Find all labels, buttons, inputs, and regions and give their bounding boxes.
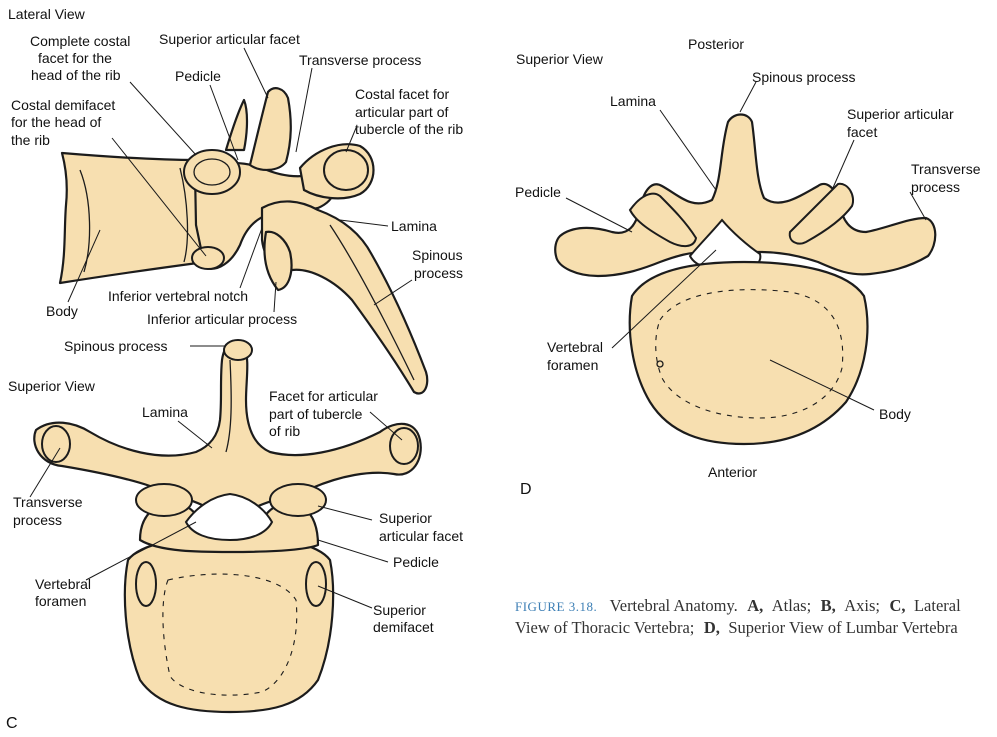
d-label-vertebral-foramen-1: Vertebral	[547, 339, 603, 355]
d-label-superior-articular-facet-2: facet	[847, 124, 877, 140]
lateral-complete-costal-facet	[184, 150, 240, 194]
d-body-shape	[630, 262, 868, 444]
caption-b-letter: B,	[821, 596, 836, 615]
d-label-posterior: Posterior	[688, 36, 744, 52]
d-view-title: Superior View	[516, 51, 604, 67]
c-label-vertebral-foramen-2: foramen	[35, 593, 86, 609]
label-costal-facet-tubercle-2: articular part of	[355, 104, 448, 120]
label-complete-costal-2: facet for the	[38, 50, 112, 66]
label-transverse-process: Transverse process	[299, 52, 421, 68]
c-view-title: Superior View	[8, 378, 96, 394]
caption-a-letter: A,	[747, 596, 763, 615]
figure-caption: FIGURE 3.18. Vertebral Anatomy. A, Atlas…	[515, 596, 961, 637]
label-costal-facet-tubercle-1: Costal facet for	[355, 86, 449, 102]
c-label-superior-articular-facet-2: articular facet	[379, 528, 463, 544]
caption-line2-a: View of Thoracic Vertebra;	[515, 618, 694, 637]
caption-line-2: View of Thoracic Vertebra; D, Superior V…	[515, 618, 958, 637]
c-label-transverse-process-1: Transverse	[13, 494, 83, 510]
d-label-transverse-process-1: Transverse	[911, 161, 981, 177]
lateral-costal-demifacet	[192, 247, 224, 269]
d-label-anterior: Anterior	[708, 464, 757, 480]
c-label-facet-tubercle-3: of rib	[269, 423, 300, 439]
d-label-superior-articular-facet-1: Superior articular	[847, 106, 954, 122]
c-label-transverse-process-2: process	[13, 512, 62, 528]
label-costal-demifacet-3: the rib	[11, 132, 50, 148]
caption-title: Vertebral Anatomy.	[610, 596, 738, 615]
caption-b-text: Axis;	[844, 596, 880, 615]
c-label-vertebral-foramen-1: Vertebral	[35, 576, 91, 592]
label-spinous-process-1: Spinous	[412, 247, 463, 263]
panel-d-letter: D	[520, 481, 532, 498]
lateral-view-title: Lateral View	[8, 6, 86, 22]
caption-line2-b: Superior View of Lumbar Vertebra	[728, 618, 958, 637]
label-costal-demifacet-2: for the head of	[11, 114, 101, 130]
c-superior-demifacet-right	[306, 562, 326, 606]
d-label-lamina: Lamina	[610, 93, 656, 109]
label-inferior-articular-process: Inferior articular process	[147, 311, 297, 327]
caption-c-text: Lateral	[914, 596, 961, 615]
d-label-spinous-process: Spinous process	[752, 69, 856, 85]
d-label-body: Body	[879, 406, 911, 422]
label-costal-facet-tubercle-3: tubercle of the rib	[355, 121, 463, 137]
caption-d-letter: D,	[704, 618, 720, 637]
caption-figure-number: FIGURE 3.18.	[515, 599, 597, 614]
c-label-pedicle: Pedicle	[393, 554, 439, 570]
label-superior-articular-facet: Superior articular facet	[159, 31, 300, 47]
d-label-pedicle: Pedicle	[515, 184, 561, 200]
c-label-facet-tubercle-1: Facet for articular	[269, 388, 378, 404]
label-costal-demifacet-1: Costal demifacet	[11, 97, 115, 113]
c-label-superior-articular-facet-1: Superior	[379, 510, 432, 526]
panel-c-letter: C	[6, 715, 18, 732]
label-inferior-vertebral-notch: Inferior vertebral notch	[108, 288, 248, 304]
label-complete-costal-3: head of the rib	[31, 67, 121, 83]
panel-d-vertebra-drawing	[555, 115, 935, 445]
c-superior-articular-facet-left	[136, 484, 192, 516]
c-superior-articular-facet-right	[270, 484, 326, 516]
c-label-facet-tubercle-2: part of tubercle	[269, 406, 363, 422]
c-label-lamina: Lamina	[142, 404, 188, 420]
c-label-superior-demifacet-1: Superior	[373, 602, 426, 618]
label-complete-costal-1: Complete costal	[30, 33, 130, 49]
c-transverse-processes-shape	[34, 341, 420, 517]
label-pedicle: Pedicle	[175, 68, 221, 84]
c-body-shape	[125, 536, 333, 712]
d-label-vertebral-foramen-2: foramen	[547, 357, 598, 373]
label-spinous-process-2: process	[414, 265, 463, 281]
c-spinous-tip	[224, 340, 252, 360]
d-label-transverse-process-2: process	[911, 179, 960, 195]
label-lamina: Lamina	[391, 218, 437, 234]
c-label-spinous-process: Spinous process	[64, 338, 168, 354]
caption-a-text: Atlas;	[772, 596, 811, 615]
caption-line-1: FIGURE 3.18. Vertebral Anatomy. A, Atlas…	[515, 596, 961, 615]
lateral-superior-articular-process-shape	[250, 88, 291, 170]
label-body: Body	[46, 303, 78, 319]
caption-c-letter: C,	[889, 596, 905, 615]
c-label-superior-demifacet-2: demifacet	[373, 619, 434, 635]
